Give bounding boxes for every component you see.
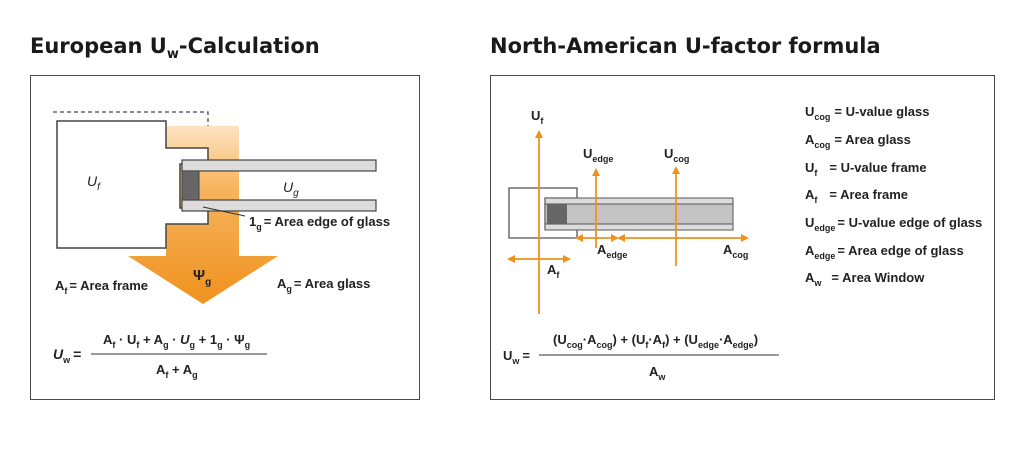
european-title-sub: w bbox=[166, 47, 179, 63]
legend-item: Ucog= U-value glass bbox=[805, 104, 929, 122]
frame-profile bbox=[56, 120, 209, 249]
na-glass-mid bbox=[544, 203, 734, 225]
denominator: Af + Ag bbox=[156, 362, 198, 380]
uf-label: Uf bbox=[87, 173, 101, 193]
legend-item: Aw= Area Window bbox=[805, 270, 925, 288]
na-uf-label: Uf bbox=[531, 108, 544, 126]
na-spacer bbox=[547, 204, 567, 224]
european-diagram: Uf Ug 1g= Area edge of glass Ψg Af= Area… bbox=[53, 111, 390, 380]
na-aedge-label: Aedge bbox=[597, 242, 627, 260]
spacer bbox=[181, 170, 200, 201]
legend-item: Uedge= U-value edge of glass bbox=[805, 215, 982, 233]
na-af-label: Af bbox=[547, 262, 560, 280]
legend-item: Acog= Area glass bbox=[805, 132, 911, 150]
numerator: Af · Uf + Ag · Ug + 1g · Ψg bbox=[103, 332, 250, 350]
ug-label: Ug bbox=[283, 179, 299, 199]
na-acog-label: Acog bbox=[723, 242, 748, 260]
european-panel: Uf Ug 1g= Area edge of glass Ψg Af= Area… bbox=[30, 75, 420, 400]
na-denominator: Aw bbox=[649, 364, 666, 382]
legend-item: Aedge= Area edge of glass bbox=[805, 243, 964, 261]
ag-label: Ag= Area glass bbox=[277, 276, 370, 294]
european-title-rest: -Calculation bbox=[178, 34, 320, 58]
glass-pane-bottom bbox=[181, 199, 377, 212]
psi-label: Ψg bbox=[193, 267, 211, 288]
european-title: European Uw-Calculation bbox=[30, 34, 320, 62]
glass-pane-top bbox=[181, 159, 377, 172]
na-ucog-label: Ucog bbox=[664, 146, 689, 164]
na-numerator: (Ucog·Acog) + (Uf·Af) + (Uedge·Aedge) bbox=[553, 332, 758, 350]
legend-item: Uf= U-value frame bbox=[805, 160, 927, 178]
european-title-main: European U bbox=[30, 34, 167, 58]
edge-pointer bbox=[202, 206, 246, 217]
na-legend: Ucog= U-value glass Acog= Area glass Uf=… bbox=[805, 104, 982, 288]
north-american-diagram: Uf Uedge Ucog Aedge Acog Af Ucog= U-valu… bbox=[503, 104, 982, 382]
na-uw-lhs: Uw= bbox=[503, 348, 530, 366]
na-glass-bottom bbox=[544, 223, 734, 231]
legend-item: Af= Area frame bbox=[805, 187, 908, 205]
north-american-title: North-American U-factor formula bbox=[490, 34, 881, 58]
uw-lhs: Uw= bbox=[53, 346, 81, 365]
af-label: Af= Area frame bbox=[55, 278, 148, 296]
na-glass-top bbox=[544, 197, 734, 205]
north-american-panel: Uf Uedge Ucog Aedge Acog Af Ucog= U-valu… bbox=[490, 75, 995, 400]
edge-label: 1g= Area edge of glass bbox=[249, 214, 390, 232]
na-uedge-label: Uedge bbox=[583, 146, 613, 164]
